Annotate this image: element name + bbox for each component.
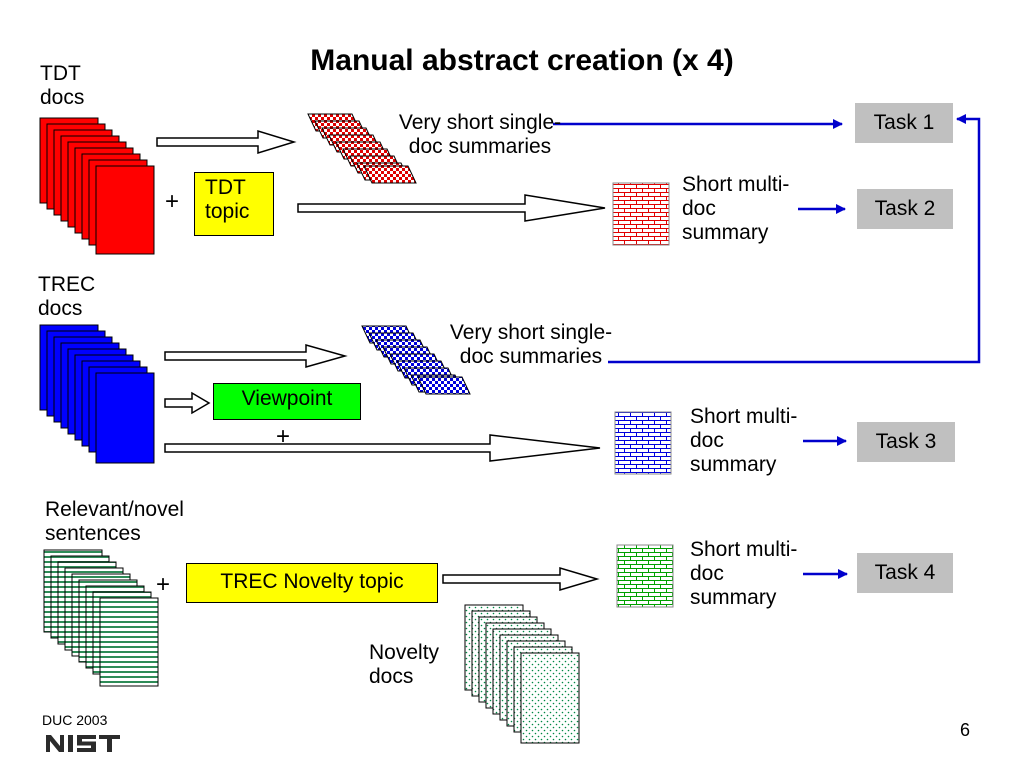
task-4-box: Task 4 <box>857 553 953 593</box>
novelty-multi-doc-summary <box>616 544 674 608</box>
novelty-multi-doc-summary-label: Short multi-doc summary <box>690 538 798 609</box>
trec-docs-to-single-summaries-arrow <box>164 344 348 368</box>
tdt-single-doc-summaries-stack <box>307 113 417 184</box>
task-1-box: Task 1 <box>855 103 953 143</box>
tdt-topic-box: TDT topic <box>194 172 274 236</box>
trec-docs-stack <box>39 324 155 464</box>
task-1-label: Task 1 <box>873 111 935 134</box>
footer-event: DUC 2003 <box>42 712 108 728</box>
tdt-multi-doc-summary <box>612 182 670 246</box>
trec-docs-label: TREC docs <box>38 273 96 320</box>
novel-sentences-label: Relevant/novel sentences <box>45 498 184 545</box>
trec-single-doc-summaries-label: Very short single-doc summaries <box>449 321 613 368</box>
task-2-label: Task 2 <box>874 197 936 220</box>
novel-sentences-stack <box>43 549 159 687</box>
plus-sign-tdt: + <box>165 188 180 215</box>
nist-logo <box>44 732 122 754</box>
task-3-label: Task 3 <box>875 430 937 453</box>
tdt-docs-to-single-summaries-arrow <box>156 129 297 155</box>
novelty-topic-to-multi-summary-arrow <box>442 566 600 592</box>
trec-multi-doc-summary-label: Short multi-doc summary <box>690 405 798 476</box>
plus-sign-trec: + <box>276 423 291 450</box>
task-2-box: Task 2 <box>857 189 953 229</box>
trec-docs-to-viewpoint-arrow <box>164 391 211 415</box>
plus-sign-novelty: + <box>156 571 171 598</box>
trec-novelty-topic-box: TREC Novelty topic <box>186 563 438 603</box>
novelty-docs-stack <box>464 604 580 744</box>
novelty-docs-label: Novelty docs <box>369 641 440 688</box>
page-number: 6 <box>960 720 971 740</box>
trec-single-doc-summaries-stack <box>361 325 471 395</box>
trec-docs-to-multi-summary-arrow <box>164 434 601 462</box>
tdt-single-doc-summaries-label: Very short single-doc summaries <box>398 111 562 158</box>
tdt-docs-stack <box>39 117 155 255</box>
trec-novelty-topic-label: TREC Novelty topic <box>220 570 404 593</box>
tdt-multi-doc-summary-label: Short multi-doc summary <box>682 173 790 244</box>
viewpoint-box: Viewpoint <box>213 383 361 420</box>
tdt-topic-label: TDT topic <box>205 176 250 223</box>
slide-title: Manual abstract creation (x 4) <box>310 44 734 77</box>
task-3-box: Task 3 <box>857 422 955 462</box>
task-4-label: Task 4 <box>874 561 936 584</box>
trec-multi-doc-summary <box>614 411 672 475</box>
tdt-docs-label: TDT docs <box>40 62 85 109</box>
viewpoint-label: Viewpoint <box>241 387 333 410</box>
tdt-topic-to-multi-summary-arrow <box>297 194 606 222</box>
connector-trec-singles-to-task1 <box>608 114 981 364</box>
